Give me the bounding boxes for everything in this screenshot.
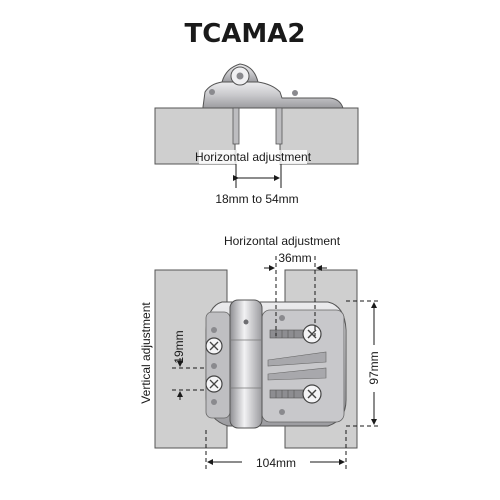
- screw-head-right-upper: [302, 324, 322, 344]
- vertical-adjustment-label: Vertical adjustment: [139, 302, 153, 404]
- front-hinge-body: [205, 299, 347, 429]
- front-view: Horizontal adjustment 36mm Vertical adju…: [139, 234, 381, 470]
- front-horizontal-label: Horizontal adjustment: [224, 234, 341, 248]
- screw-head-right-lower: [302, 384, 322, 404]
- screw-head-left-upper: [205, 337, 223, 355]
- hinge-knuckle: [229, 299, 263, 429]
- right-leaf: [261, 309, 345, 423]
- height-value: 97mm: [367, 351, 381, 384]
- page-title: TCAMA2: [184, 19, 305, 49]
- top-range-label: 18mm to 54mm: [215, 192, 298, 206]
- screw-head-left-lower: [205, 375, 223, 393]
- width-value: 104mm: [256, 456, 296, 470]
- top-hinge-body: [202, 63, 344, 145]
- left-leaf: [205, 311, 231, 419]
- vertical-adjustment-value: 19mm: [172, 330, 186, 363]
- top-horizontal-label: Horizontal adjustment: [195, 150, 312, 164]
- front-horizontal-value: 36mm: [278, 251, 311, 265]
- top-view: Horizontal adjustment 18mm to 54mm: [154, 63, 359, 206]
